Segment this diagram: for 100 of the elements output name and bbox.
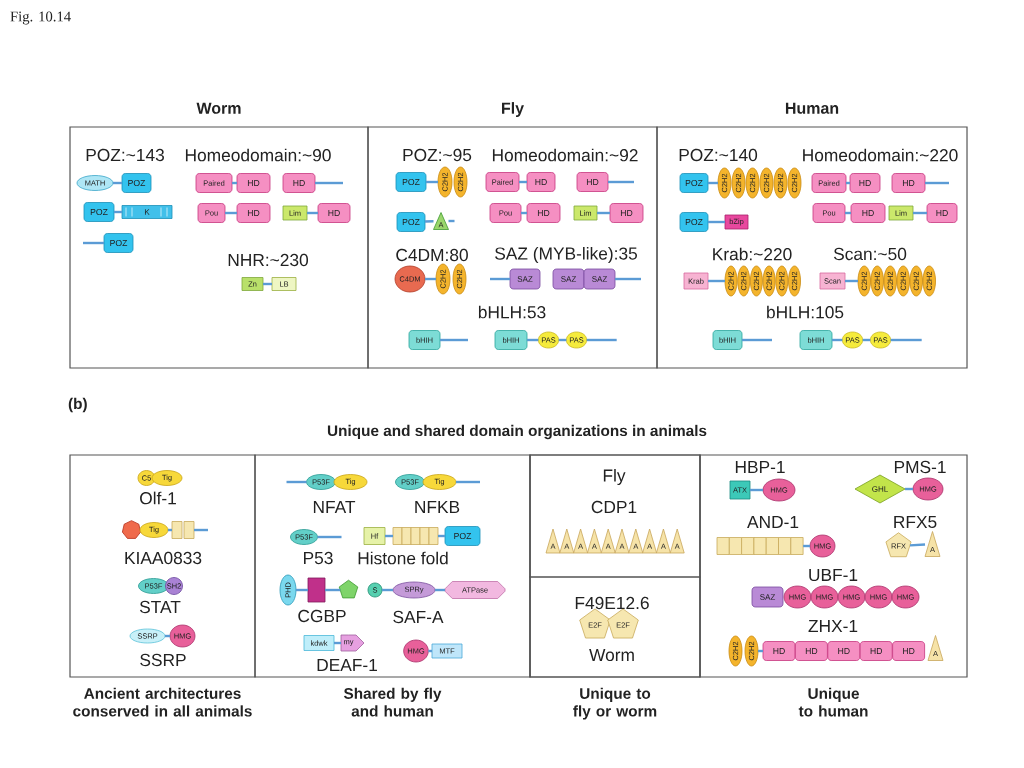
linker-line — [385, 534, 393, 538]
domain-box — [716, 537, 730, 555]
linker-line — [448, 219, 455, 223]
protein-name: HBP-1 — [735, 461, 785, 473]
linker-line — [428, 649, 432, 653]
family-label: POZ:~143 — [86, 148, 164, 162]
linker-line — [307, 211, 318, 215]
family-label: Homeodomain:~220 — [803, 148, 958, 162]
family-label: C4DM:80 — [396, 248, 468, 262]
linker-line — [225, 211, 237, 215]
linker-line — [114, 210, 122, 214]
linker-line — [708, 279, 725, 283]
domain-box: HD — [850, 203, 886, 223]
domain-box: HD — [892, 641, 925, 661]
linker-line — [519, 180, 527, 184]
linker-line — [83, 241, 104, 245]
linker-line — [296, 588, 308, 592]
protein-name: Histone fold — [358, 551, 448, 565]
domain-box: HD — [317, 203, 351, 223]
protein-name: CDP1 — [591, 500, 637, 514]
domain-heptagon — [122, 520, 141, 539]
figure-number: Fig. 10.14 — [10, 11, 71, 25]
linker-line — [742, 338, 772, 342]
linker-line — [913, 211, 927, 215]
panel-title: Unique and shared domain organizations in animals — [327, 424, 707, 440]
protein-name: UBF-1 — [809, 568, 858, 582]
protein-name: F49E12.6 — [575, 596, 649, 610]
domain-box: HD — [236, 203, 271, 223]
domain-box: HD — [236, 173, 271, 193]
linker-line — [803, 544, 810, 548]
protein-name: CGBP — [298, 609, 346, 623]
linker-line — [168, 528, 172, 532]
linker-line — [758, 649, 763, 653]
domain-box — [392, 527, 403, 545]
linker-line — [456, 480, 480, 484]
domain-box: HD — [859, 641, 893, 661]
domain-box: POZ — [103, 233, 134, 253]
panel-cell — [529, 454, 701, 578]
domain-box: HD — [827, 641, 861, 661]
linker-line — [490, 277, 510, 281]
family-label: SAZ (MYB-like):35 — [495, 246, 637, 264]
linker-line — [435, 588, 445, 592]
domain-box — [728, 537, 742, 555]
domain-box — [307, 577, 326, 603]
protein-name: PMS-1 — [894, 460, 946, 474]
protein-name: P53 — [304, 551, 333, 565]
organism-label: Worm — [589, 648, 634, 662]
column-caption: Unique to fly or worm — [573, 687, 657, 720]
linker-line — [890, 338, 922, 342]
column-caption: Shared by fly and human — [343, 687, 442, 717]
domain-box: HD — [609, 203, 644, 223]
linker-line — [905, 487, 913, 491]
linker-line — [845, 211, 851, 215]
linker-line — [438, 534, 445, 538]
linker-line — [521, 211, 527, 215]
linker-line — [708, 181, 718, 185]
protein-name: RFX5 — [894, 515, 937, 529]
linker-line — [232, 181, 237, 185]
linker-line — [846, 181, 850, 185]
protein-name: KIAA0833 — [125, 551, 202, 565]
panel-letter: (b) — [68, 397, 87, 413]
protein-name: NFKB — [415, 501, 460, 513]
linker-line — [597, 211, 610, 215]
domain-pentagon — [338, 579, 359, 599]
protein-name: DEAF-1 — [317, 659, 377, 671]
domain-box: POZ — [395, 172, 427, 192]
linker-line — [608, 180, 634, 184]
panel-cell — [529, 576, 701, 678]
linker-line — [194, 528, 208, 532]
domain-box — [741, 537, 755, 555]
domain-box: SAZ — [509, 268, 541, 290]
domain-box: HD — [526, 172, 556, 192]
protein-name: Olf-1 — [140, 491, 176, 505]
linker-line — [315, 181, 343, 185]
linker-line — [113, 181, 122, 185]
linker-line — [382, 588, 393, 592]
linker-line — [425, 277, 436, 281]
protein-name: SAF-A — [393, 610, 444, 624]
domain-box: HD — [282, 173, 316, 193]
domain-box — [790, 537, 804, 555]
family-label: Scan:~50 — [833, 247, 907, 261]
domain-box — [419, 527, 430, 545]
domain-box: POZ — [121, 173, 152, 193]
domain-box — [401, 527, 412, 545]
domain-box: HD — [762, 641, 796, 661]
domain-box — [171, 521, 183, 539]
column-heading: Fly — [502, 102, 524, 117]
family-label: NHR:~230 — [228, 253, 309, 267]
column-caption: Unique to human — [798, 687, 868, 717]
column-heading: Worm — [196, 102, 241, 114]
domain-box: SAZ — [552, 268, 585, 290]
domain-box — [410, 527, 421, 545]
domain-box: POZ — [679, 173, 709, 193]
linker-line — [424, 220, 434, 223]
domain-box: POZ — [396, 212, 426, 232]
domain-box: HD — [926, 203, 958, 223]
family-label: Krab:~220 — [713, 247, 792, 261]
domain-box — [428, 527, 439, 545]
domain-box: POZ — [679, 212, 709, 232]
linker-line — [832, 338, 843, 342]
